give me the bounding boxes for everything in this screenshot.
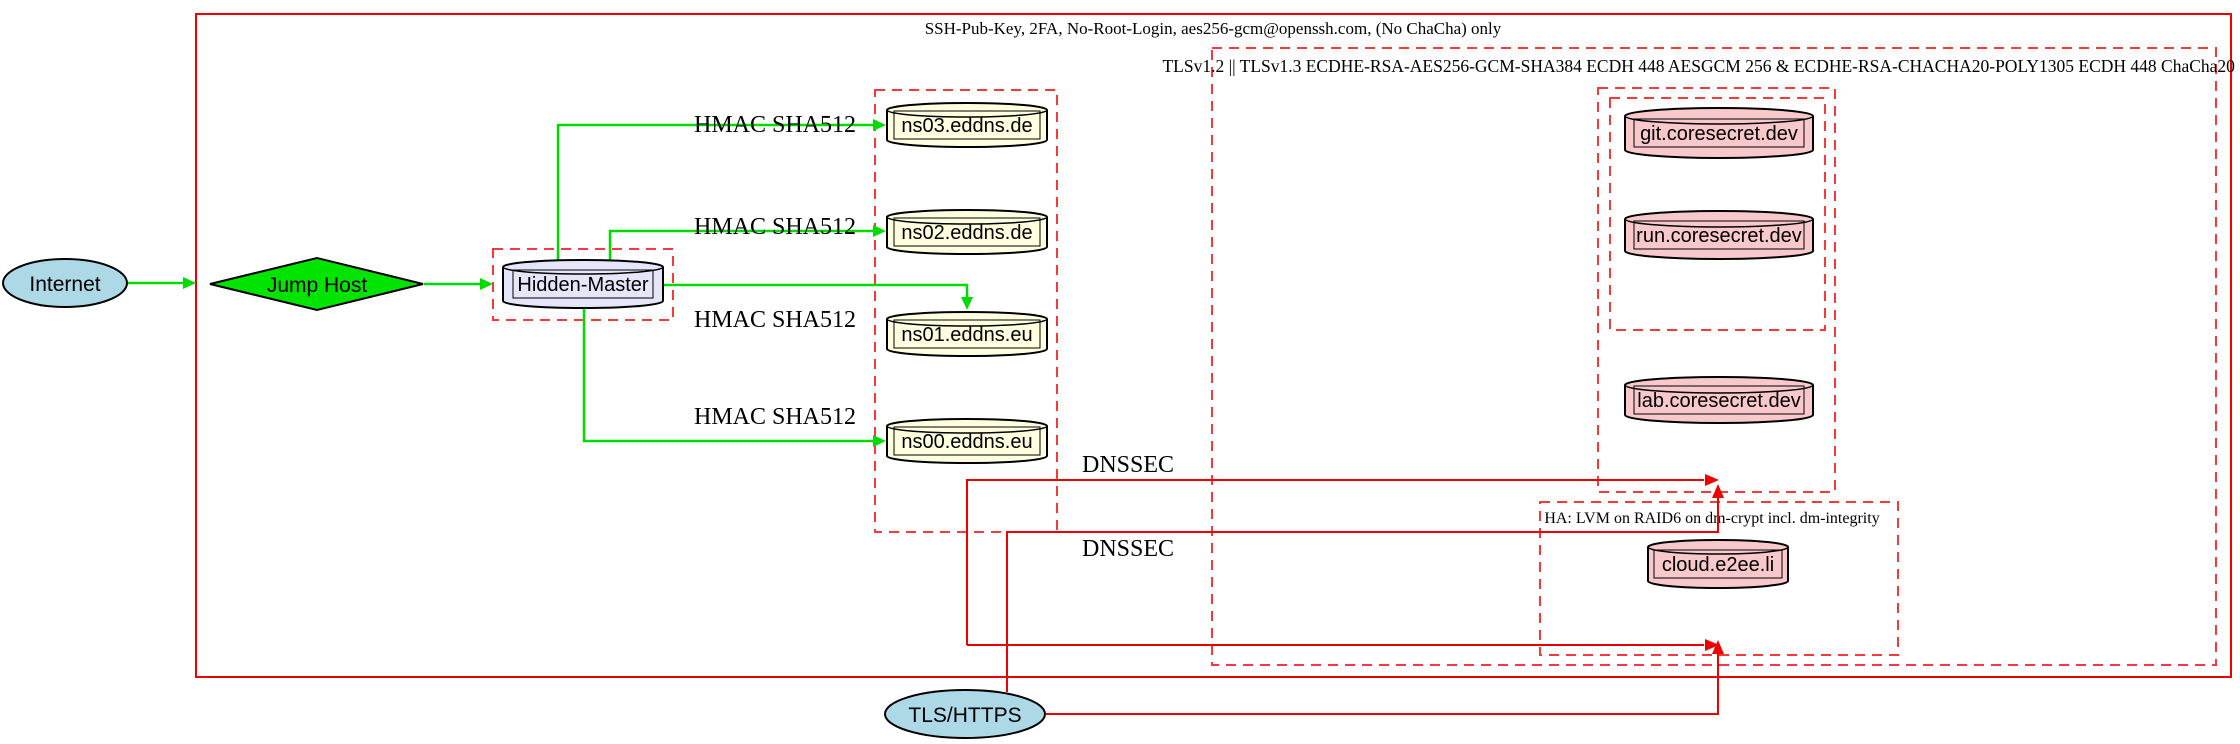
edge-ns-ha-dnssec: [967, 639, 1719, 651]
cylinder-rim: [886, 425, 1048, 434]
cloud-node: cloud.e2ee.li: [1647, 539, 1789, 589]
edge-label-hmac-ns01: HMAC SHA512: [694, 307, 856, 333]
label-box: [1633, 385, 1805, 415]
edge-line: [556, 123, 873, 261]
cylinder-rim: [1624, 384, 1814, 394]
arrowhead-right-icon: [873, 225, 886, 237]
arrowhead-right-icon: [873, 119, 886, 131]
ns02-cylinder: [886, 209, 1048, 255]
label-box: [1633, 118, 1805, 148]
cylinder-rim: [1624, 115, 1814, 125]
edge-hiddenmaster-ns01: [663, 283, 973, 310]
edge-internet-jumphost: [127, 277, 196, 289]
run-label: run.coresecret.dev: [1636, 225, 1802, 247]
git-label: git.coresecret.dev: [1640, 123, 1798, 145]
cluster-coresecret-inner-box: [1609, 97, 1826, 331]
internet-ellipse: [2, 258, 128, 308]
edge-line: [1045, 654, 1719, 715]
arrowhead-down-icon: [961, 297, 973, 310]
cylinder-rim: [502, 266, 664, 275]
edge-line: [582, 307, 873, 443]
jump-host-node: Jump Host: [209, 256, 424, 312]
cylinder-rim: [886, 109, 1048, 118]
edge-tlshttps-ha: [1045, 640, 1724, 715]
hidden-master-node: Hidden-Master: [502, 259, 664, 309]
ns02-label: ns02.eddns.de: [901, 222, 1032, 244]
jump-host-label: Jump Host: [267, 274, 368, 297]
arrowhead-right-icon: [873, 435, 886, 447]
git-node: git.coresecret.dev: [1624, 107, 1814, 159]
git-cylinder: [1624, 107, 1814, 159]
edge-tlshttps-coresecret: [1006, 484, 1724, 692]
label-box: [893, 217, 1041, 247]
ns01-cylinder: [886, 311, 1048, 357]
internet-node: Internet: [2, 258, 128, 308]
ns03-node: ns03.eddns.de: [886, 102, 1048, 148]
arrowhead-right-icon: [1705, 639, 1719, 651]
edge-line: [1006, 498, 1719, 692]
edge-label-dnssec-2: DNSSEC: [1082, 536, 1174, 562]
internet-label: Internet: [29, 273, 100, 296]
edge-label-dnssec-1: DNSSEC: [1082, 452, 1174, 478]
ns01-label: ns01.eddns.eu: [901, 324, 1032, 346]
cylinder-rim: [886, 318, 1048, 327]
ns01-node: ns01.eddns.eu: [886, 311, 1048, 357]
cluster-coresecret-box: [1597, 87, 1836, 493]
arrowhead-up-icon: [1712, 640, 1724, 654]
label-box: [1653, 549, 1783, 579]
cluster-tls-policy-box: [1211, 47, 2217, 666]
lab-node: lab.coresecret.dev: [1624, 376, 1814, 424]
tls-https-label: TLS/HTTPS: [908, 704, 1021, 727]
hidden-master-label: Hidden-Master: [517, 274, 649, 296]
label-box: [1633, 220, 1805, 250]
arrowhead-right-icon: [183, 277, 196, 289]
arrowhead-right-icon: [480, 278, 493, 290]
ns00-cylinder: [886, 418, 1048, 464]
cylinder-rim: [886, 216, 1048, 225]
edge-line: [608, 229, 873, 261]
cluster-ssh-policy-label: SSH-Pub-Key, 2FA, No-Root-Login, aes256-…: [925, 19, 1502, 38]
ns03-cylinder: [886, 102, 1048, 148]
edge-line: [663, 283, 969, 297]
edge-hiddenmaster-ns00: [582, 307, 886, 447]
arrowhead-up-icon: [1712, 484, 1724, 498]
label-box: [512, 269, 654, 299]
hidden-master-cylinder: [502, 259, 664, 309]
edge-ns-coresecret-dnssec: [966, 474, 1719, 645]
tls-https-node: TLS/HTTPS: [884, 689, 1046, 739]
edge-hiddenmaster-ns03: [556, 119, 886, 261]
lab-label: lab.coresecret.dev: [1637, 390, 1800, 412]
label-box: [893, 426, 1041, 456]
ns00-label: ns00.eddns.eu: [901, 431, 1032, 453]
cloud-label: cloud.e2ee.li: [1662, 554, 1774, 576]
ns03-label: ns03.eddns.de: [901, 115, 1032, 137]
ns00-node: ns00.eddns.eu: [886, 418, 1048, 464]
jump-host-diamond: [209, 256, 424, 312]
edge-line: [966, 479, 1704, 645]
run-cylinder: [1624, 210, 1814, 260]
lab-cylinder: [1624, 376, 1814, 424]
cluster-nameservers-box: [874, 89, 1058, 533]
edge-jumphost-hiddenmaster: [424, 278, 493, 290]
edge-label-hmac-ns03: HMAC SHA512: [694, 112, 856, 138]
run-node: run.coresecret.dev: [1624, 210, 1814, 260]
label-box: [893, 319, 1041, 349]
cluster-ha-label: HA: LVM on RAID6 on dm-crypt incl. dm-in…: [1544, 510, 1879, 527]
edge-hiddenmaster-ns02: [608, 225, 886, 261]
cylinder-rim: [1624, 218, 1814, 228]
label-box: [893, 110, 1041, 140]
cluster-tls-policy-label: TLSv1.2 || TLSv1.3 ECDHE-RSA-AES256-GCM-…: [1162, 56, 2240, 76]
cluster-ssh-policy-box: [195, 13, 2232, 678]
edge-label-hmac-ns00: HMAC SHA512: [694, 404, 856, 430]
ns02-node: ns02.eddns.de: [886, 209, 1048, 255]
arrowhead-right-icon: [1705, 474, 1719, 486]
edge-label-hmac-ns02: HMAC SHA512: [694, 214, 856, 240]
tls-https-ellipse: [884, 689, 1046, 739]
cloud-cylinder: [1647, 539, 1789, 589]
